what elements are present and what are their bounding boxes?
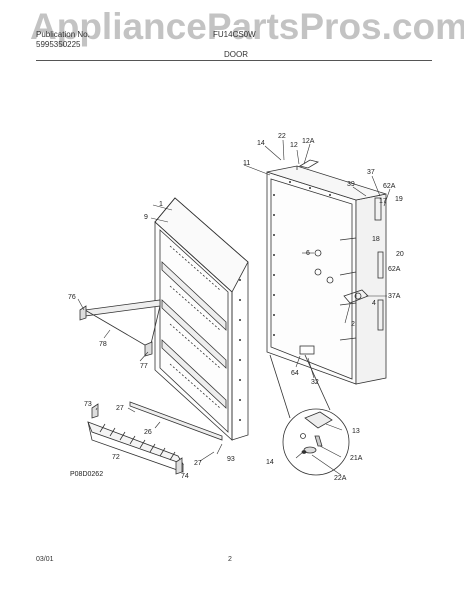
section-title: DOOR [224,50,248,59]
shelf-rail [79,299,161,357]
door-outer-panel [266,159,387,385]
callout-39: 39 [347,181,355,188]
callout-27-left: 27 [116,405,124,412]
callout-73: 73 [84,401,92,408]
callout-1: 1 [159,201,163,208]
callout-12: 12 [290,142,298,149]
callout-72: 72 [112,454,120,461]
callout-32: 32 [311,379,319,386]
watermark: AppliancePartsPros.com [30,6,464,47]
callout-64: 64 [291,370,299,377]
bottom-rail-and-basket [87,401,223,475]
callout-26: 26 [144,429,152,436]
callout-2: 2 [351,321,355,328]
publication-label: Publication No. [36,30,90,39]
callout-74: 74 [181,473,189,480]
publication-number: 5995350225 [36,40,81,49]
callout-93: 93 [227,456,235,463]
callout-11: 11 [243,160,250,167]
callout-14: 14 [257,140,265,147]
callout-76: 76 [68,294,76,301]
callout-14-detail: 14 [266,459,274,466]
callout-27-right: 27 [194,460,202,467]
callout-62a-top: 62A [383,183,396,190]
leader-lines [77,139,391,476]
callout-37: 37 [367,169,375,176]
callout-6: 6 [306,250,310,257]
figure-code: P08D0262 [70,471,103,478]
callout-17: 17 [379,198,387,205]
callout-78: 78 [99,341,107,348]
detail-inset [269,354,350,476]
callout-62a-bottom: 62A [388,266,401,273]
callout-21a: 21A [350,455,363,462]
callout-4: 4 [372,300,376,307]
door-inner-liner [154,197,249,441]
callout-77: 77 [140,363,148,370]
header-rule [36,60,432,61]
callout-22: 22 [278,133,286,140]
callout-20: 20 [396,251,404,258]
callout-18: 18 [372,236,380,243]
callout-9: 9 [144,214,148,221]
callout-22a: 22A [334,475,347,482]
callout-12a: 12A [302,138,315,145]
callout-13: 13 [352,428,360,435]
callout-37a: 37A [388,293,401,300]
callout-19: 19 [395,196,403,203]
footer-page-number: 2 [228,556,232,563]
footer-date: 03/01 [36,556,54,563]
model-number: FU14CS0W [213,30,256,39]
